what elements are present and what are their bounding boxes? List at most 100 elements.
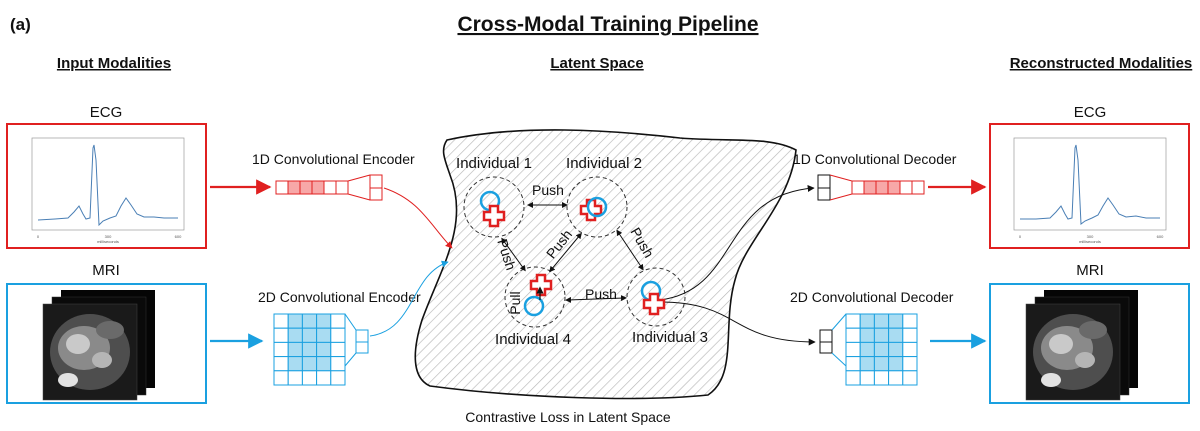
label-2d-encoder: 2D Convolutional Encoder bbox=[258, 289, 421, 305]
decoder-grid-cell bbox=[845, 356, 861, 372]
encoder-grid-cell bbox=[273, 356, 289, 372]
arrow-2d-encoder-to-latent bbox=[369, 260, 449, 337]
encoder-grid-cell bbox=[330, 341, 346, 358]
label-individual-1: Individual 1 bbox=[456, 155, 532, 172]
decoder-grid-cell bbox=[873, 356, 890, 372]
encoder-grid-cell bbox=[273, 341, 289, 358]
ecg-embedding-icon bbox=[529, 273, 553, 297]
latent-caption: Contrastive Loss in Latent Space bbox=[465, 409, 671, 425]
ecg-output-tick-600: 600 bbox=[1157, 234, 1164, 239]
ecg-output-xlabel: milliseconds bbox=[1079, 239, 1101, 244]
individual-3-cluster bbox=[626, 267, 686, 327]
heading-input-modalities: Input Modalities bbox=[57, 55, 171, 72]
decoder-grid-cell bbox=[859, 341, 875, 358]
encoder-grid-cell bbox=[301, 356, 318, 372]
decoder-grid-cell bbox=[859, 327, 875, 343]
label-mri-output: MRI bbox=[1076, 262, 1104, 279]
encoder-grid-cell bbox=[316, 370, 332, 386]
arrow-latent-to-2d-decoder bbox=[659, 301, 816, 346]
label-mri-input: MRI bbox=[92, 262, 120, 279]
decoder-grid-cell bbox=[873, 370, 890, 386]
label-individual-2: Individual 2 bbox=[566, 155, 642, 172]
encoder-grid-cell bbox=[273, 313, 289, 329]
encoder-grid-cell bbox=[287, 313, 303, 329]
decoder-grid-cell bbox=[902, 370, 918, 386]
ecg-input-tick-0: 0 bbox=[37, 234, 40, 239]
diagram-title: Cross-Modal Training Pipeline bbox=[457, 13, 758, 36]
encoder-grid-cell bbox=[301, 327, 318, 343]
2d-decoder-grid bbox=[819, 313, 918, 386]
panel-label: (a) bbox=[10, 15, 31, 34]
encoder-grid-cell bbox=[273, 370, 289, 386]
individual-4-cluster bbox=[504, 266, 566, 328]
label-pull: Pull bbox=[507, 291, 523, 314]
ecg-trace bbox=[37, 144, 178, 227]
label-ecg-output: ECG bbox=[1074, 104, 1107, 121]
mri-embedding-icon bbox=[523, 295, 545, 317]
encoder-grid-cell bbox=[316, 313, 332, 329]
decoder-grid-cell bbox=[873, 327, 890, 343]
encoder-grid-cell bbox=[301, 341, 318, 358]
arrow-1d-encoder-to-latent bbox=[383, 187, 453, 249]
decoder-grid-cell bbox=[873, 313, 890, 329]
ecg-output-panel: 0 300 600 milliseconds bbox=[989, 123, 1190, 249]
label-1d-decoder: 1D Convolutional Decoder bbox=[793, 151, 957, 167]
encoder-grid-cell bbox=[330, 356, 346, 372]
label-individual-4: Individual 4 bbox=[495, 331, 571, 348]
ecg-trace-reconstructed bbox=[1020, 144, 1160, 225]
ecg-input-panel: 0 300 600 milliseconds bbox=[6, 123, 207, 249]
encoder-grid-cell bbox=[301, 313, 318, 329]
label-ecg-input: ECG bbox=[90, 104, 123, 121]
encoder-grid-cell bbox=[316, 341, 332, 358]
push-arrow-4-3 bbox=[565, 295, 627, 303]
decoder-grid-cell bbox=[888, 356, 904, 372]
2d-encoder-grid bbox=[273, 313, 369, 386]
decoder-grid-cell bbox=[888, 341, 904, 358]
mri-heart-image bbox=[50, 314, 130, 390]
decoder-grid-cell bbox=[845, 341, 861, 358]
decoder-grid-cell bbox=[902, 327, 918, 343]
push-arrow-2-4 bbox=[549, 232, 582, 273]
ecg-input-xlabel: milliseconds bbox=[97, 239, 119, 244]
label-push-4-3: Push bbox=[585, 286, 617, 302]
encoder-grid-cell bbox=[287, 356, 303, 372]
ecg-output-tick-300: 300 bbox=[1087, 234, 1094, 239]
encoder-grid-cell bbox=[316, 356, 332, 372]
ecg-embedding-icon bbox=[482, 204, 506, 228]
mri-embedding-icon bbox=[586, 196, 608, 218]
decoder-grid-cell bbox=[873, 341, 890, 358]
decoder-grid-cell bbox=[845, 370, 861, 386]
decoder-grid-cell bbox=[859, 313, 875, 329]
ecg-embedding-icon bbox=[642, 292, 666, 316]
decoder-grid-cell bbox=[859, 356, 875, 372]
encoder-grid-cell bbox=[287, 370, 303, 386]
label-push-1-2: Push bbox=[532, 182, 564, 198]
encoder-grid-cell bbox=[330, 370, 346, 386]
mri-heart-image-reconstructed bbox=[1033, 314, 1113, 390]
push-arrow-1-4 bbox=[501, 237, 526, 272]
decoder-grid-cell bbox=[845, 327, 861, 343]
decoder-grid-cell bbox=[888, 313, 904, 329]
decoder-grid-cell bbox=[902, 313, 918, 329]
decoder-grid-cell bbox=[859, 370, 875, 386]
ecg-embedding-icon bbox=[579, 198, 603, 222]
decoder-grid-cell bbox=[902, 356, 918, 372]
encoder-grid-cell bbox=[330, 313, 346, 329]
mri-output-panel bbox=[989, 283, 1190, 404]
ecg-output-tick-0: 0 bbox=[1019, 234, 1022, 239]
decoder-grid-cell bbox=[845, 313, 861, 329]
heading-latent-space: Latent Space bbox=[550, 55, 643, 72]
1d-decoder-blocks bbox=[817, 174, 925, 201]
encoder-grid-cell bbox=[287, 341, 303, 358]
decoder-grid-cell bbox=[888, 327, 904, 343]
decoder-grid-cell bbox=[902, 341, 918, 358]
mri-input-panel bbox=[6, 283, 207, 404]
heading-reconstructed-modalities: Reconstructed Modalities bbox=[1010, 55, 1193, 72]
individual-1-cluster bbox=[463, 176, 525, 238]
ecg-input-tick-600: 600 bbox=[175, 234, 182, 239]
encoder-grid-cell bbox=[330, 327, 346, 343]
label-individual-3: Individual 3 bbox=[632, 329, 708, 346]
encoder-grid-cell bbox=[287, 327, 303, 343]
arrow-latent-to-1d-decoder bbox=[659, 184, 815, 301]
